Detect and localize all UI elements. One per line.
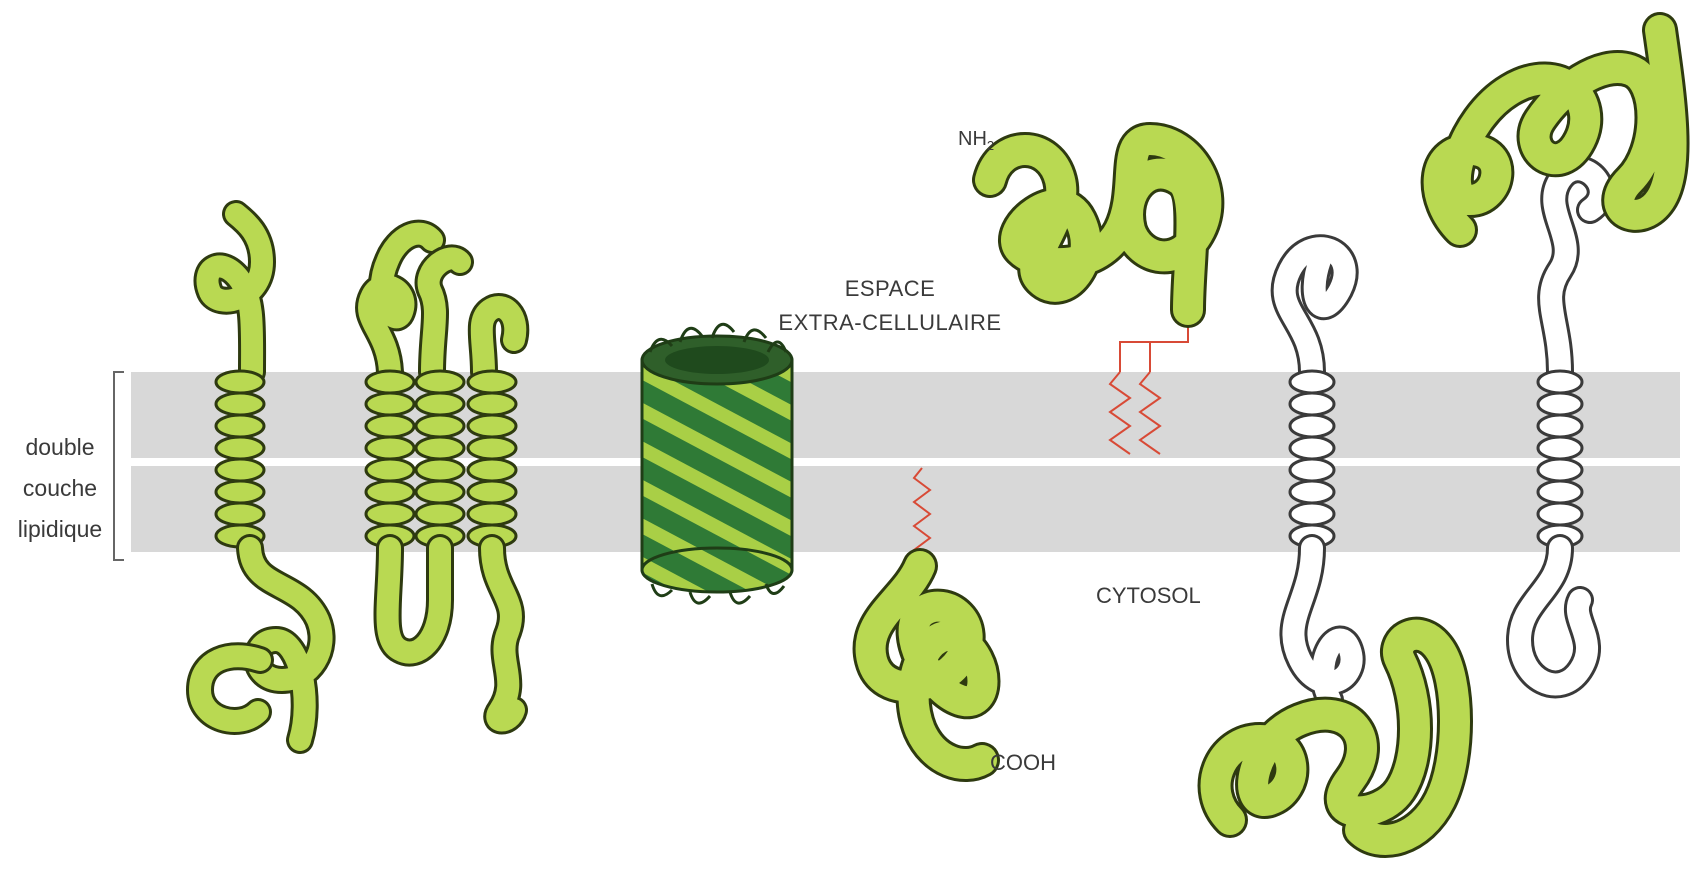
extracellular-label: ESPACE EXTRA-CELLULAIRE xyxy=(770,272,1010,340)
n-terminus-subscript: 2 xyxy=(987,138,994,153)
beta-barrel-protein xyxy=(642,324,792,603)
bilayer-label: double couche lipidique xyxy=(8,427,112,550)
extracellular-label-line-2: EXTRA-CELLULAIRE xyxy=(770,306,1010,340)
n-terminus-label: NH2 xyxy=(958,128,994,154)
extracellular-label-line-1: ESPACE xyxy=(770,272,1010,306)
bilayer-label-line-1: double xyxy=(8,427,112,468)
n-terminus-base: NH xyxy=(958,128,987,150)
bilayer-label-line-3: lipidique xyxy=(8,509,112,550)
multi-pass-protein xyxy=(366,234,516,721)
bilayer-label-line-2: couche xyxy=(8,468,112,509)
bilayer-bracket xyxy=(114,372,124,560)
cytosol-label: CYTOSOL xyxy=(1096,583,1201,608)
lipid-bilayer xyxy=(131,372,1680,552)
c-terminus-label: COOH xyxy=(990,750,1056,775)
